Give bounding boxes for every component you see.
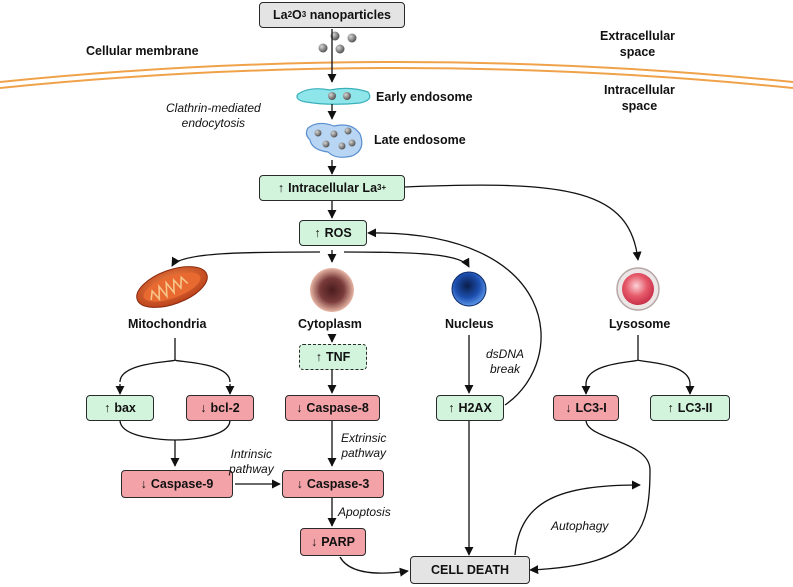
early-endosome-label: Early endosome [376, 90, 473, 104]
endocytosis-line2: endocytosis [181, 116, 246, 130]
mitochondrion-icon [136, 266, 208, 308]
up-arrow-icon: ↑ [104, 401, 111, 415]
caspase9-text: Caspase-9 [150, 477, 214, 491]
down-arrow-icon: ↓ [565, 401, 572, 415]
connector-arrows [115, 29, 695, 577]
down-arrow-icon: ↓ [200, 401, 207, 415]
up-arrow-icon: ↑ [667, 401, 674, 415]
up-arrow-icon: ↑ [277, 181, 285, 195]
extracellular-space-label: Extracellular space [600, 28, 675, 60]
bcl2-box: ↓bcl-2 [186, 395, 254, 421]
intracellular-line2: space [621, 99, 658, 113]
late-endosome-icon [305, 122, 363, 158]
cytoplasm-label: Cytoplasm [298, 317, 362, 331]
endocytosis-label: Clathrin-mediated endocytosis [166, 101, 261, 131]
nanoparticles-icon [318, 31, 357, 54]
autophagy-label: Autophagy [551, 519, 609, 533]
extrinsic-line2: pathway [341, 446, 387, 460]
lc3ii-box: ↑LC3-II [650, 395, 730, 421]
caspase9-box: ↓Caspase-9 [121, 470, 233, 498]
endocytosis-line1: Clathrin-mediated [166, 101, 261, 115]
extracellular-line2: space [619, 45, 656, 59]
up-arrow-icon: ↑ [315, 350, 322, 364]
tnf-box: ↑TNF [299, 344, 367, 370]
lc3i-box: ↓LC3-I [553, 395, 619, 421]
lc3ii-text: LC3-II [677, 401, 713, 415]
dsdna-line1: dsDNA [486, 347, 525, 361]
intracellular-la-text: Intracellular La [288, 181, 378, 195]
source-suffix: nanoparticles [306, 8, 391, 22]
intrinsic-line2: pathway [229, 462, 274, 476]
cytoplasm-icon [310, 268, 354, 312]
extrinsic-pathway-label: Extrinsic pathway [341, 431, 386, 461]
down-arrow-icon: ↓ [296, 477, 303, 491]
dsdna-line2: break [489, 362, 521, 376]
parp-text: PARP [321, 535, 356, 549]
nucleus-icon [451, 271, 487, 307]
lysosome-label: Lysosome [609, 317, 671, 331]
membrane-label: Cellular membrane [86, 44, 199, 58]
early-endosome-icon [296, 87, 371, 105]
source-mid: O [292, 8, 302, 22]
ros-box: ↑ROS [299, 220, 367, 246]
tnf-text: TNF [325, 350, 351, 364]
cell-death-box: CELL DEATH [410, 556, 530, 584]
bax-box: ↑bax [86, 395, 154, 421]
ros-text: ROS [324, 226, 352, 240]
source-prefix: La [273, 8, 288, 22]
extracellular-line1: Extracellular [600, 29, 676, 43]
dsdna-break-label: dsDNA break [486, 347, 524, 377]
parp-box: ↓PARP [300, 528, 366, 556]
late-endosome-label: Late endosome [374, 133, 466, 147]
caspase3-box: ↓Caspase-3 [282, 470, 384, 498]
intracellular-line1: Intracellular [604, 83, 675, 97]
lysosome-icon [616, 267, 660, 311]
intrinsic-line1: Intrinsic [230, 447, 273, 461]
intracellular-space-label: Intracellular space [604, 82, 675, 114]
intrinsic-pathway-label: Intrinsic pathway [229, 447, 274, 477]
h2ax-text: H2AX [458, 401, 492, 415]
nucleus-label: Nucleus [445, 317, 494, 331]
caspase8-box: ↓Caspase-8 [285, 395, 380, 421]
lc3i-text: LC3-I [575, 401, 607, 415]
h2ax-box: ↑H2AX [436, 395, 504, 421]
bax-text: bax [114, 401, 136, 415]
mitochondria-label: Mitochondria [128, 317, 207, 331]
cell-death-text: CELL DEATH [430, 563, 509, 577]
apoptosis-label: Apoptosis [338, 505, 391, 519]
down-arrow-icon: ↓ [310, 535, 318, 549]
extrinsic-line1: Extrinsic [341, 431, 387, 445]
bcl2-text: bcl-2 [210, 401, 240, 415]
up-arrow-icon: ↑ [314, 226, 321, 240]
down-arrow-icon: ↓ [140, 477, 147, 491]
cell-membrane [0, 61, 793, 89]
down-arrow-icon: ↓ [296, 401, 303, 415]
up-arrow-icon: ↑ [448, 401, 455, 415]
caspase8-text: Caspase-8 [306, 401, 369, 415]
caspase3-text: Caspase-3 [306, 477, 370, 491]
